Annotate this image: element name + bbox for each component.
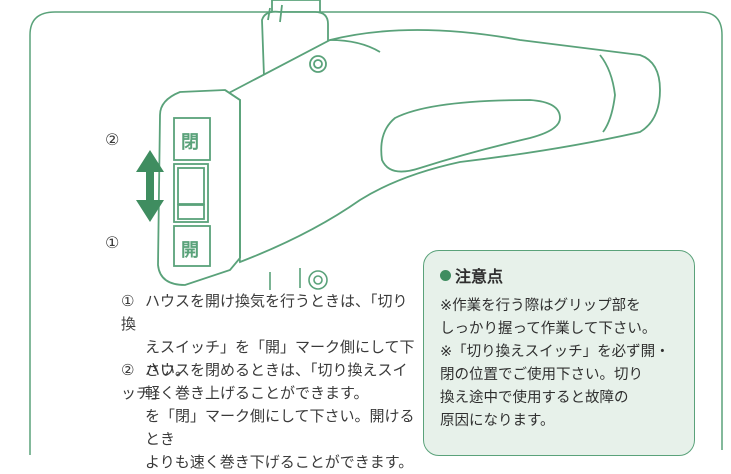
close-mark-label: 閉: [181, 132, 199, 153]
step-2-number: ②: [121, 361, 135, 379]
caution-line-4: 閉の位置でご使用下さい。切り: [440, 367, 643, 383]
up-down-arrow-icon: [136, 150, 164, 222]
caution-line-5: 換え途中で使用すると故障の: [440, 390, 629, 406]
switch-housing: [157, 89, 241, 286]
step-1-line-3: 軽く巻き上げることができます。: [145, 384, 369, 402]
bottom-screw: [269, 268, 328, 290]
open-mark-label: 開: [181, 240, 199, 261]
step-1-line-1: ハウスを開け換気を行うときは、「切り換: [121, 292, 408, 333]
grip-handle: [224, 29, 661, 264]
caution-line-1: ※作業を行う際はグリップ部を: [440, 298, 641, 314]
caution-line-3: ※「切り換えスイッチ」を必ず開・: [440, 344, 670, 360]
step-1-number: ①: [121, 292, 135, 310]
step-1-line-2: えスイッチ」を「開」マーク側にして下さい。: [145, 338, 415, 379]
caution-heading: 注意点: [440, 263, 678, 287]
caution-box: 注意点 ※作業を行う際はグリップ部を しっかり握って作業して下さい。 ※「切り換…: [423, 250, 695, 456]
caution-line-2: しっかり握って作業して下さい。: [440, 321, 657, 337]
position-number-2: ②: [105, 130, 119, 149]
step-2-line-1: ハウスを閉めるときは、「切り換えスイッチ」: [121, 361, 408, 402]
bullet-dot-icon: [440, 269, 451, 281]
step-2-line-3: よりも速く巻き下げることができます。: [145, 453, 414, 471]
step-2-line-2: を「閉」マーク側にして下さい。開けるとき: [145, 407, 415, 448]
caution-title: 注意点: [455, 267, 504, 286]
position-number-1: ①: [105, 233, 119, 252]
caution-line-6: 原因になります。: [440, 413, 555, 429]
frame-border: [29, 11, 723, 455]
